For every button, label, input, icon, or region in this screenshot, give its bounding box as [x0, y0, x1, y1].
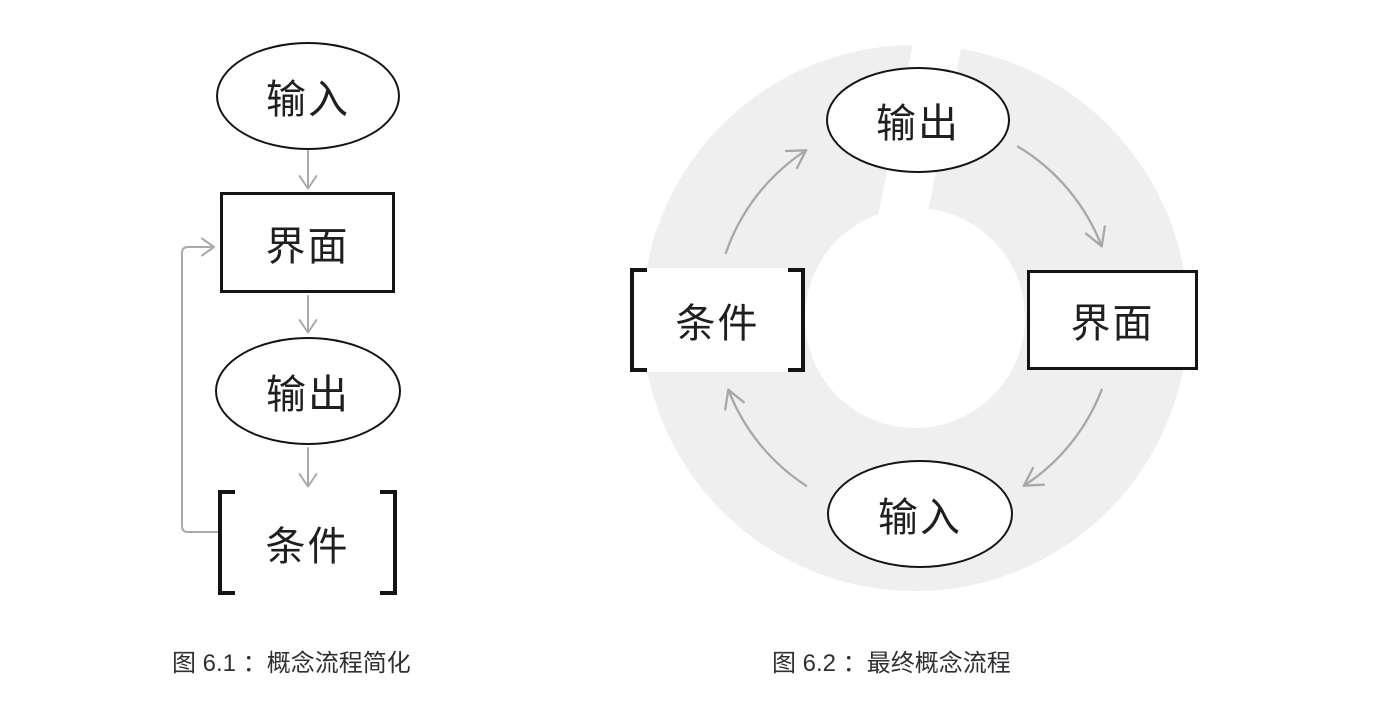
- node-label: 界面: [1070, 302, 1155, 346]
- figure-6-1-caption: 图 6.1 ：概念流程简化: [172, 650, 411, 677]
- node-input-right: 输入: [827, 460, 1013, 568]
- node-label: 输入: [878, 496, 962, 540]
- arrowhead-downleft-icon: [1022, 466, 1046, 487]
- figure-6-2-caption: 图 6.2 ：最终概念流程: [772, 650, 1011, 677]
- cycle-arrows: [724, 145, 1106, 487]
- node-interface-right: 界面: [1027, 270, 1198, 370]
- node-label: 输入: [266, 78, 350, 122]
- node-interface-left: 界面: [220, 192, 395, 293]
- left-flow-arrows: [181, 150, 318, 533]
- arrowhead-downright-icon: [1085, 225, 1106, 248]
- arrowhead-up-icon: [724, 388, 745, 411]
- arrowhead-upright-icon: [784, 149, 808, 170]
- node-condition-right: 条件: [630, 268, 805, 372]
- node-label: 界面: [265, 224, 350, 269]
- arrowhead-right-icon: [201, 237, 215, 257]
- arrowhead-down-icon: [298, 319, 318, 334]
- arrowhead-down-icon: [298, 175, 318, 190]
- node-label: 输出: [266, 373, 350, 417]
- node-condition-left: 条件: [218, 490, 397, 595]
- arrowhead-down-icon: [298, 473, 318, 488]
- node-output-right: 输出: [826, 67, 1010, 173]
- node-label: 条件: [675, 302, 760, 346]
- node-input-left: 输入: [216, 42, 400, 150]
- node-output-left: 输出: [215, 337, 401, 445]
- feedback-line: [181, 246, 219, 533]
- node-label: 条件: [265, 524, 350, 569]
- node-label: 输出: [876, 102, 960, 146]
